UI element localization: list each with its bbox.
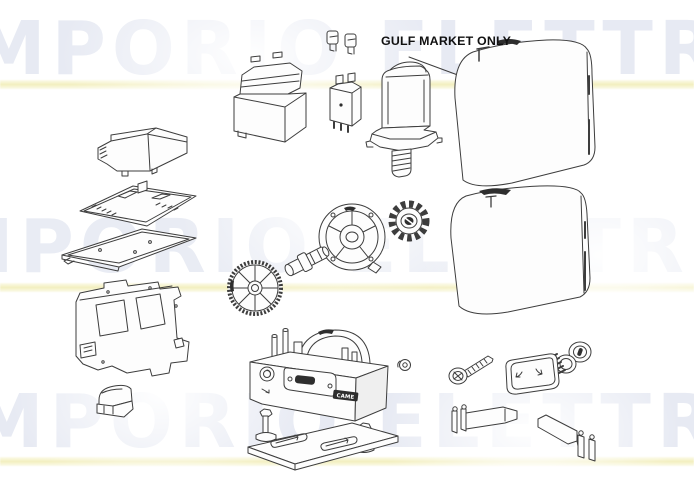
fixing-screw-drawing [448,355,494,385]
came-badge: CAME [332,389,359,402]
standard-cover-drawing [450,185,591,315]
watermark-band [0,457,694,466]
main-gear-drawing [227,260,283,316]
limit-bracket-left-drawing [451,404,518,434]
svg-text:CAME: CAME [336,393,355,401]
release-switch-box-drawing [96,384,134,418]
limit-bracket-right-drawing [537,414,596,462]
chassis-frame-drawing [75,279,190,377]
retaining-clip-drawing [397,359,411,371]
circuit-board-drawing [79,180,197,227]
gearbox-body-drawing: CAME [249,328,389,422]
base-plate-drawing [247,408,399,471]
pinion-gear-drawing [388,200,430,242]
bearing-flange-drawing [318,203,386,274]
fuse-holders-drawing [326,30,357,55]
control-board-cover-drawing [97,127,188,177]
mounting-plate-drawing [61,228,197,272]
motor-drawing [365,61,443,178]
relay-drawing [329,72,362,133]
release-lock-drawing [505,341,592,395]
gulf-market-cover-drawing [454,39,596,187]
transformer-drawing [233,51,307,143]
gulf-market-label: GULF MARKET ONLY [381,34,512,48]
worm-shaft-drawing [284,246,330,277]
